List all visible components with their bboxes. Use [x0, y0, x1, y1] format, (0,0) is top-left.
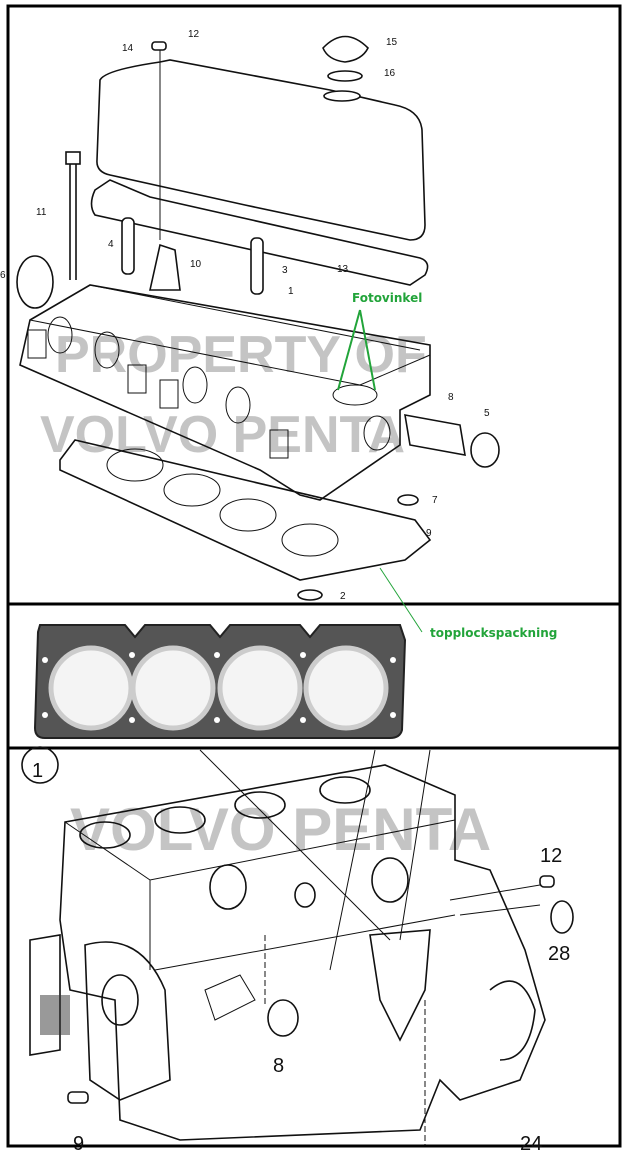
svg-text:15: 15 [386, 37, 398, 48]
head-gasket-annotation: topplockspackning [379, 567, 557, 640]
cylinder-head [19, 243, 500, 506]
head-gasket-exploded [59, 439, 432, 581]
dowel-pin [67, 1091, 89, 1104]
leader-lines [199, 749, 541, 1145]
valve-cover [96, 35, 426, 241]
svg-text:6: 6 [0, 270, 6, 281]
dowel-pin [539, 875, 555, 888]
bolt [65, 151, 81, 280]
svg-text:11: 11 [36, 207, 47, 218]
svg-text:1: 1 [32, 760, 43, 782]
part-labels-bottom: 1 12 28 8 9 24 [32, 760, 570, 1150]
svg-text:12: 12 [540, 845, 562, 867]
svg-text:4: 4 [108, 239, 114, 250]
svg-text:1: 1 [288, 286, 294, 297]
outer-frame [6, 4, 622, 1148]
plug [470, 432, 500, 468]
svg-text:13: 13 [337, 264, 349, 275]
svg-text:9: 9 [73, 1133, 84, 1150]
engine-block [29, 764, 546, 1141]
part-labels: 1 2 3 4 5 6 7 8 9 10 11 12 13 14 15 16 [0, 29, 490, 602]
svg-text:28: 28 [548, 943, 570, 965]
svg-text:2: 2 [340, 591, 346, 602]
svg-text:5: 5 [484, 408, 490, 419]
callout-circle [21, 746, 59, 784]
seal-ring [327, 70, 363, 82]
head-gasket-photo [33, 624, 407, 739]
svg-text:14: 14 [122, 43, 134, 54]
svg-text:10: 10 [190, 259, 202, 270]
svg-text:8: 8 [273, 1055, 284, 1077]
washer [297, 589, 323, 601]
svg-text:3: 3 [282, 265, 288, 276]
core-plug [550, 900, 574, 934]
lifting-eye [149, 243, 181, 291]
svg-text:7: 7 [432, 495, 438, 506]
svg-text:16: 16 [384, 68, 396, 79]
watermark: VOLVO PENTA [70, 796, 491, 863]
outlet-pipe [404, 414, 466, 456]
cover-gasket [90, 179, 429, 286]
svg-text:VOLVO PENTA: VOLVO PENTA [40, 406, 405, 464]
svg-text:topplockspackning: topplockspackning [430, 626, 557, 640]
photo-angle-annotation: Fotovinkel [337, 291, 422, 391]
seal-plate [16, 255, 54, 309]
svg-text:9: 9 [426, 528, 432, 539]
svg-text:12: 12 [188, 29, 200, 40]
core-plug [267, 999, 299, 1037]
guide-sleeve [250, 237, 264, 295]
svg-text:Fotovinkel: Fotovinkel [352, 291, 422, 305]
svg-text:8: 8 [448, 392, 454, 403]
svg-text:24: 24 [520, 1133, 542, 1150]
guide-sleeve [121, 217, 135, 275]
watermark: PROPERTY OF VOLVO PENTA [40, 326, 427, 464]
oil-cap [322, 35, 369, 63]
